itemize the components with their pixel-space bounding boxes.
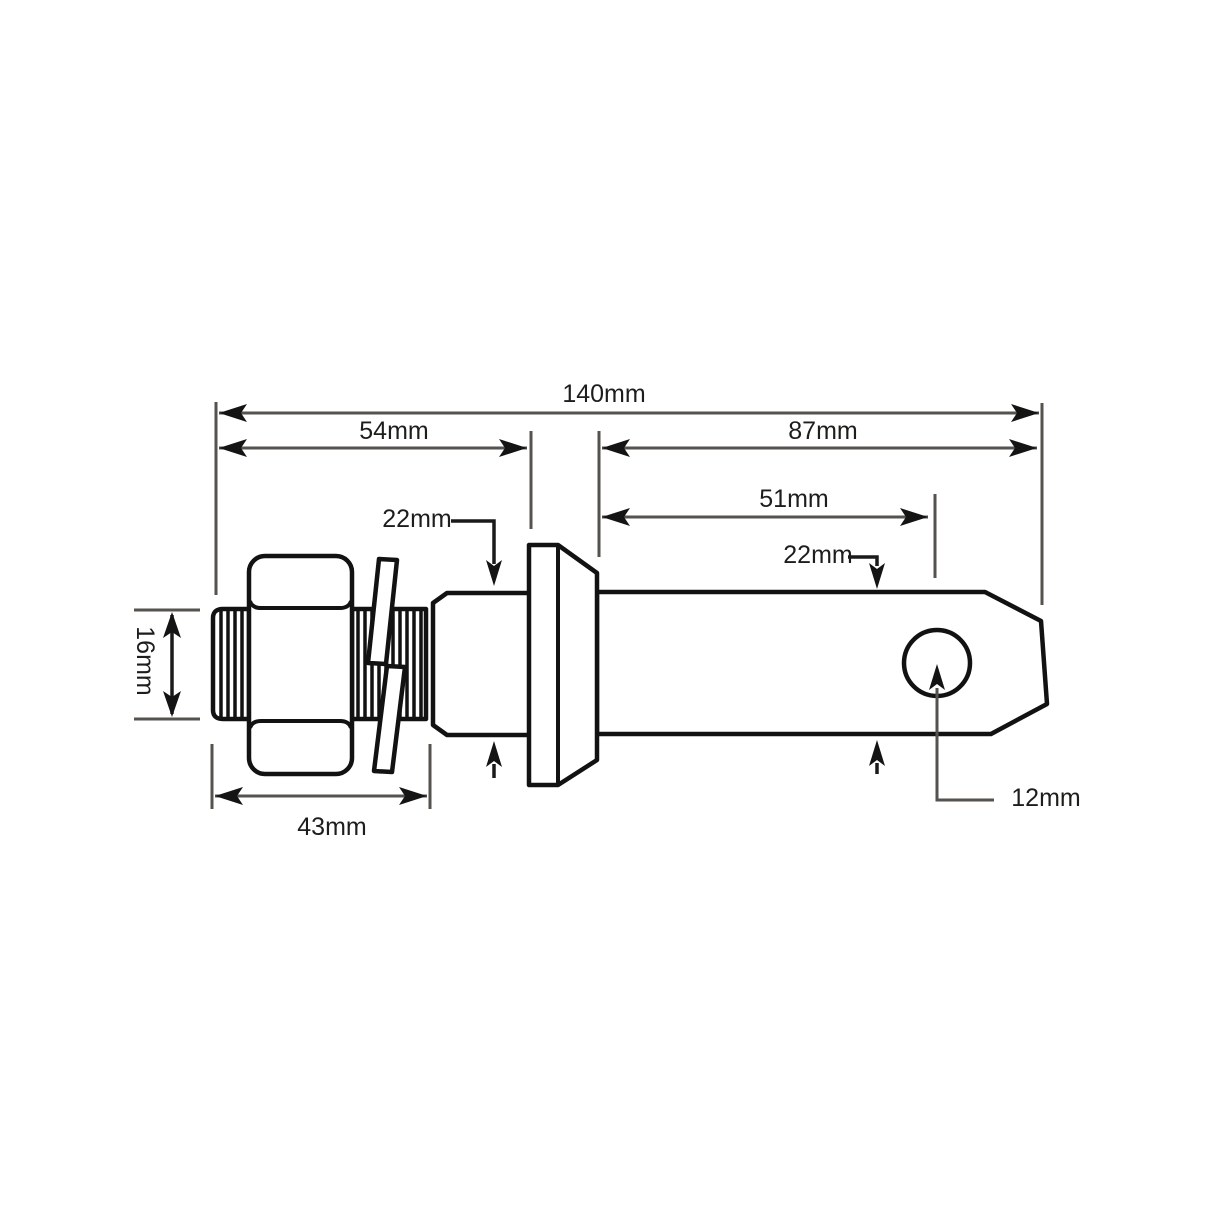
arrowhead-54-right bbox=[499, 439, 527, 457]
arrowhead-22l-down bbox=[486, 560, 502, 586]
arrowhead-87-left bbox=[602, 439, 630, 457]
dim-pin-diameter: 22mm bbox=[783, 541, 885, 774]
dim-label-left-shaft-diameter: 22mm bbox=[382, 505, 451, 533]
arrowhead-51-right bbox=[900, 508, 928, 526]
arrowhead-140-right bbox=[1011, 404, 1039, 422]
nut-upper-facet-line bbox=[248, 600, 353, 610]
dim-thread-diameter: 16mm bbox=[131, 612, 181, 717]
arrowhead-54-left bbox=[219, 439, 247, 457]
arrowhead-16-bottom bbox=[163, 691, 181, 717]
arrowhead-43-right bbox=[399, 787, 427, 805]
shoulder-shaft bbox=[430, 590, 535, 738]
dim-label-thread-nut-length: 43mm bbox=[297, 813, 366, 841]
dim-label-overall-length: 140mm bbox=[562, 380, 645, 408]
flange-body bbox=[526, 542, 600, 788]
arrowhead-22r-up bbox=[869, 740, 885, 766]
dim-overall-length: 140mm bbox=[219, 380, 1039, 422]
dimension-annotations: 140mm 54mm 87mm 51mm 43mm bbox=[131, 380, 1081, 841]
arrowhead-12-up bbox=[929, 664, 945, 690]
arrowhead-140-left bbox=[219, 404, 247, 422]
dim-shoulder-to-hole: 51mm bbox=[602, 485, 928, 526]
dim-thread-nut-length: 43mm bbox=[215, 787, 427, 841]
leader-12 bbox=[935, 688, 994, 802]
arrowhead-87-right bbox=[1009, 439, 1037, 457]
arrowhead-51-left bbox=[602, 508, 630, 526]
arrowhead-16-top bbox=[163, 612, 181, 638]
dim-label-left-section: 54mm bbox=[359, 417, 428, 445]
extension-lines bbox=[134, 402, 1044, 809]
dim-label-pin-diameter: 22mm bbox=[783, 541, 852, 569]
dim-hole-diameter: 12mm bbox=[929, 664, 1081, 812]
dim-left-section: 54mm bbox=[219, 417, 527, 457]
pin-part-geometry bbox=[210, 542, 1050, 788]
main-shaft bbox=[594, 589, 1050, 737]
leader-22-left bbox=[451, 519, 496, 564]
nut-silhouette bbox=[246, 553, 355, 777]
nut-lower-facet-line bbox=[248, 719, 353, 729]
arrowhead-22r-down bbox=[869, 563, 885, 589]
flange-collar bbox=[526, 542, 600, 788]
dim-label-thread-diameter: 16mm bbox=[131, 626, 159, 695]
linch-pin-hole bbox=[901, 627, 973, 699]
dim-label-right-section: 87mm bbox=[788, 417, 857, 445]
dim-label-shoulder-to-hole: 51mm bbox=[759, 485, 828, 513]
leader-22-right bbox=[848, 555, 879, 566]
lock-washer bbox=[365, 556, 408, 775]
dim-right-section: 87mm bbox=[602, 417, 1037, 457]
hex-nut bbox=[246, 553, 355, 777]
arrowhead-22l-up bbox=[486, 741, 502, 767]
washer-lower-strip bbox=[371, 663, 408, 775]
left-thread-lines bbox=[219, 609, 244, 719]
dim-label-hole-diameter: 12mm bbox=[1011, 784, 1080, 812]
left-thread-section bbox=[210, 606, 252, 722]
arrowhead-43-left bbox=[215, 787, 243, 805]
dim-left-shaft-diameter: 22mm bbox=[382, 505, 502, 778]
